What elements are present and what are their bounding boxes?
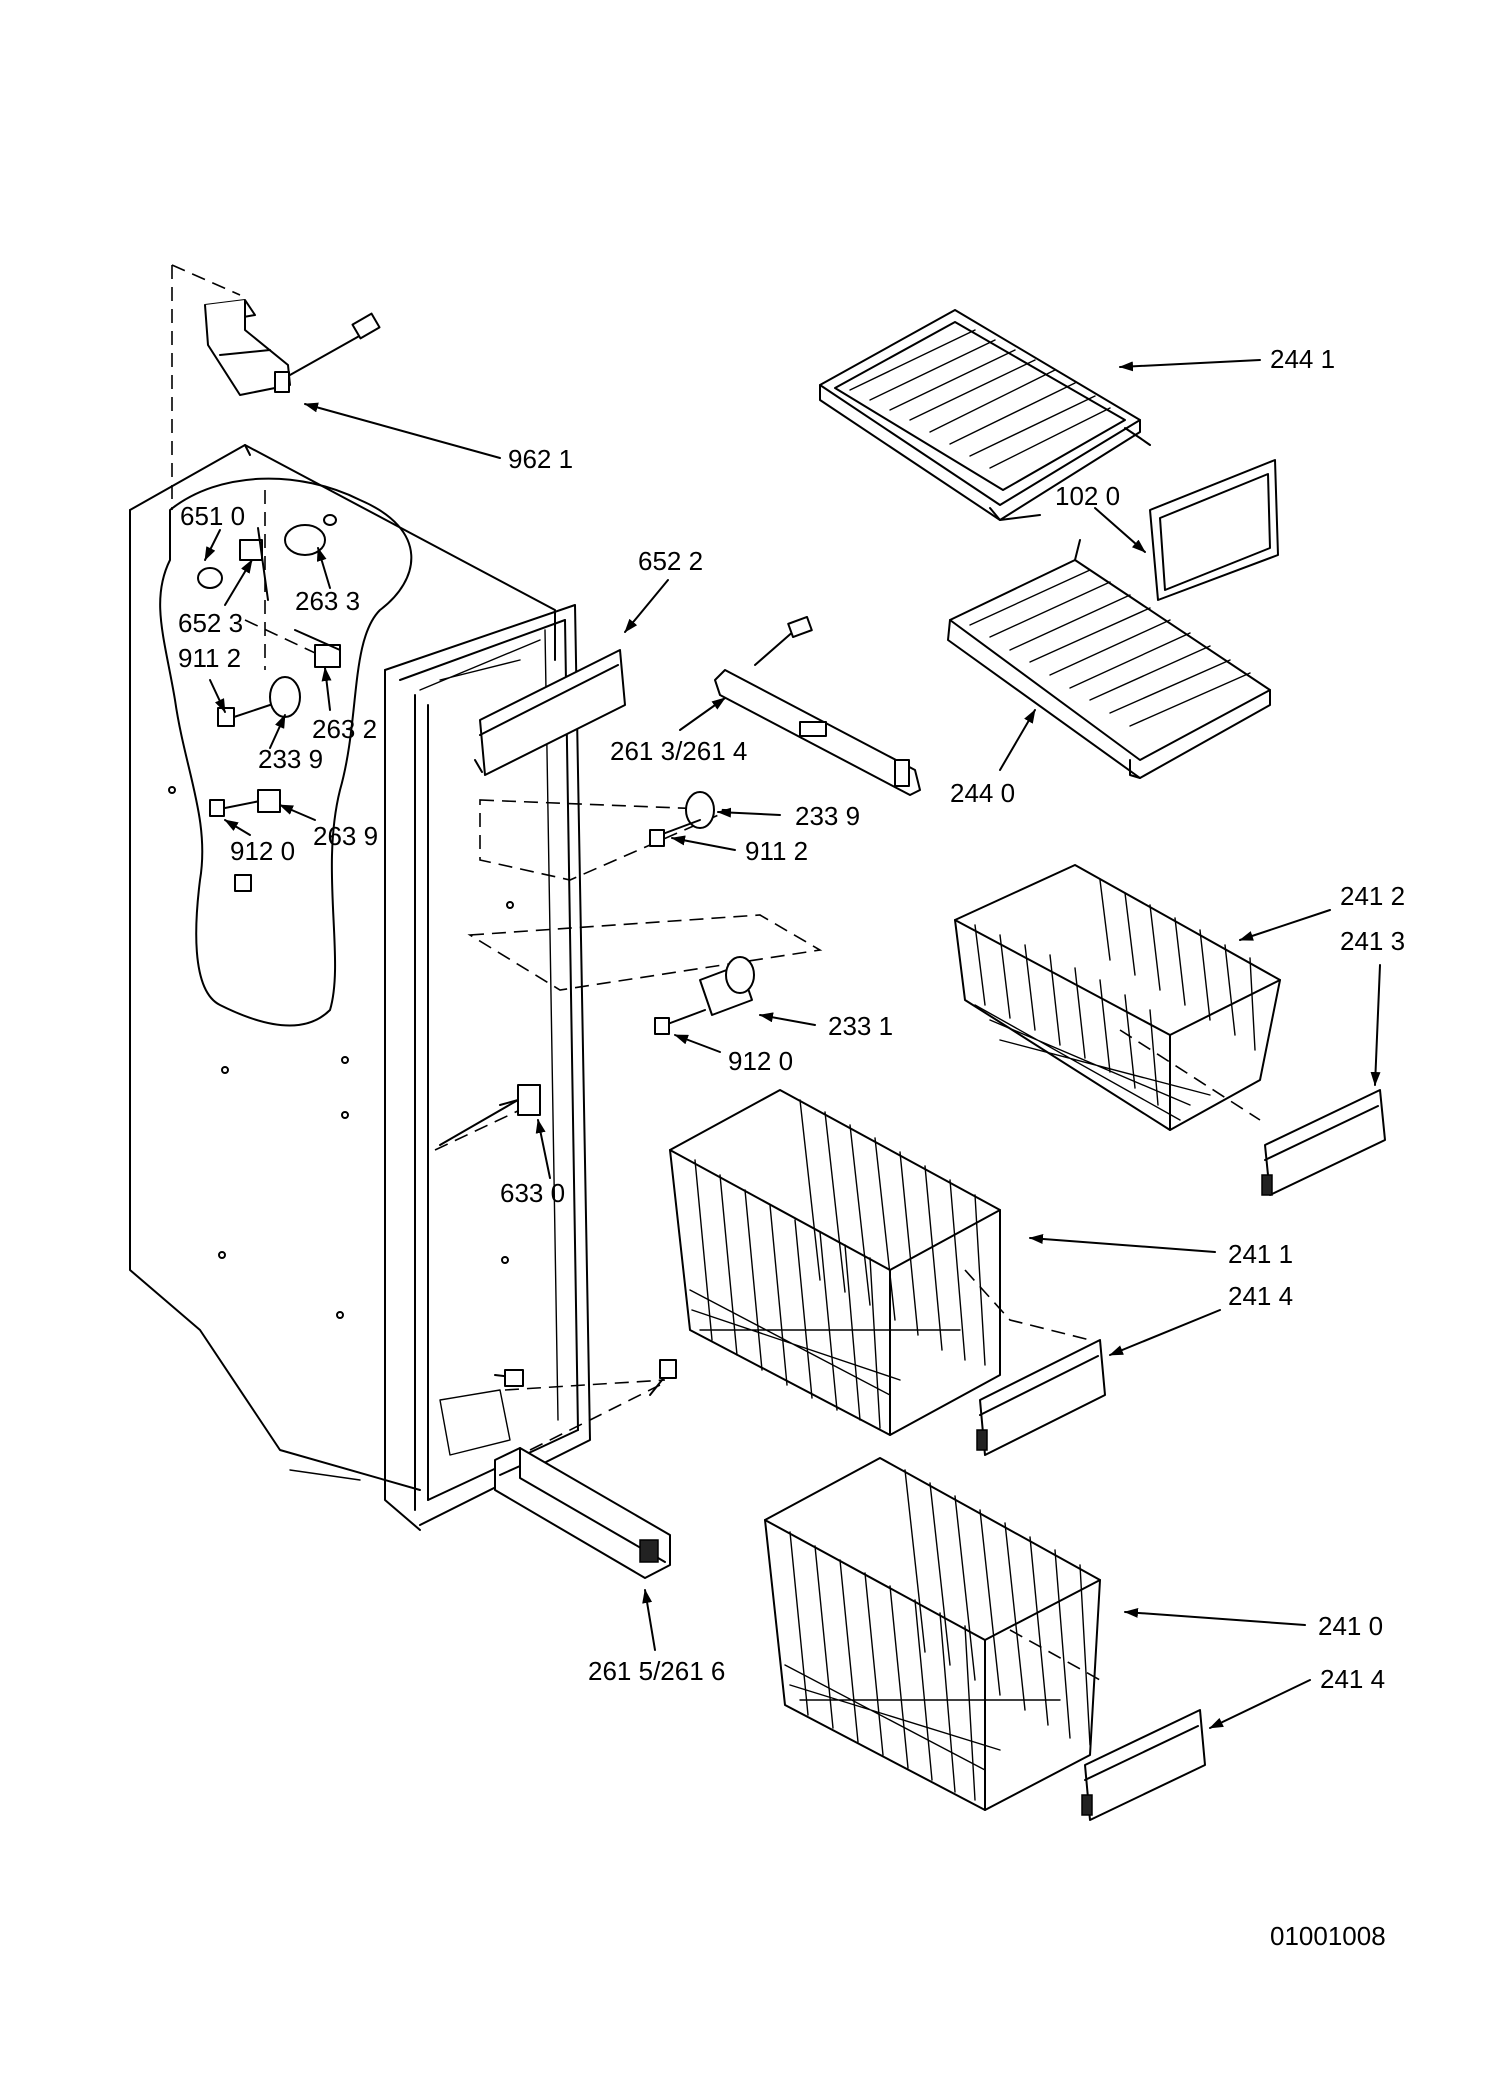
callout-2414b: 241 4	[1320, 1664, 1385, 1694]
callout-2414a: 241 4	[1228, 1281, 1293, 1311]
lower-screws	[494, 1359, 677, 1396]
callout-2632: 263 2	[312, 714, 377, 744]
callout-2613: 261 3/261 4	[610, 736, 747, 766]
basket-trim-2413	[1261, 1089, 1386, 1196]
callout-6523: 652 3	[178, 608, 243, 638]
wire-shelf-2440	[947, 539, 1271, 779]
callout-6522: 652 2	[638, 546, 703, 576]
bottom-trim-2615	[494, 1447, 671, 1579]
callout-2331: 233 1	[828, 1011, 893, 1041]
center-fasteners	[649, 791, 755, 1035]
door-switch-6330	[439, 1084, 541, 1146]
wire-basket-2411	[669, 1089, 1001, 1436]
callout-9120b: 912 0	[728, 1046, 793, 1076]
callout-2339a: 233 9	[258, 744, 323, 774]
callout-2411: 241 1	[1228, 1239, 1293, 1269]
lamp-socket-parts	[197, 514, 341, 668]
callout-2339b: 233 9	[795, 801, 860, 831]
hinge-bracket-9621	[204, 299, 291, 396]
callout-2440: 244 0	[950, 778, 1015, 808]
callout-2410: 241 0	[1318, 1611, 1383, 1641]
projection-lines	[171, 264, 1261, 1681]
callout-9120a: 912 0	[230, 836, 295, 866]
leader-lines	[204, 359, 1381, 1729]
wire-basket-2410	[764, 1457, 1101, 1811]
callout-1020: 102 0	[1055, 481, 1120, 511]
callout-2412: 241 2	[1340, 881, 1405, 911]
basket-trim-2414-b	[1081, 1709, 1206, 1821]
drawing-number: 01001008	[1270, 1921, 1386, 1951]
freezer-liner	[129, 444, 591, 1531]
callout-2639: 263 9	[313, 821, 378, 851]
callout-6510: 651 0	[180, 501, 245, 531]
callout-6330: 633 0	[500, 1178, 565, 1208]
glass-shelf-2441	[819, 309, 1151, 521]
left-fasteners	[209, 676, 301, 892]
callout-2413: 241 3	[1340, 926, 1405, 956]
slide-rail-2613	[714, 616, 921, 796]
callout-labels: 244 1 962 1 102 0 651 0 263 3 652 3 652 …	[178, 344, 1405, 1951]
light-shield-6522	[474, 649, 626, 776]
callout-2633: 263 3	[295, 586, 360, 616]
callout-2441: 244 1	[1270, 344, 1335, 374]
callout-2615: 261 5/261 6	[588, 1656, 725, 1686]
callout-9621: 962 1	[508, 444, 573, 474]
callout-9112b: 911 2	[745, 836, 808, 866]
callout-9112a: 911 2	[178, 643, 241, 673]
wire-basket-2412	[954, 864, 1281, 1131]
basket-trim-2414-a	[976, 1339, 1106, 1456]
hinge-screw	[289, 312, 381, 376]
shelf-trim-1020	[1149, 459, 1279, 601]
